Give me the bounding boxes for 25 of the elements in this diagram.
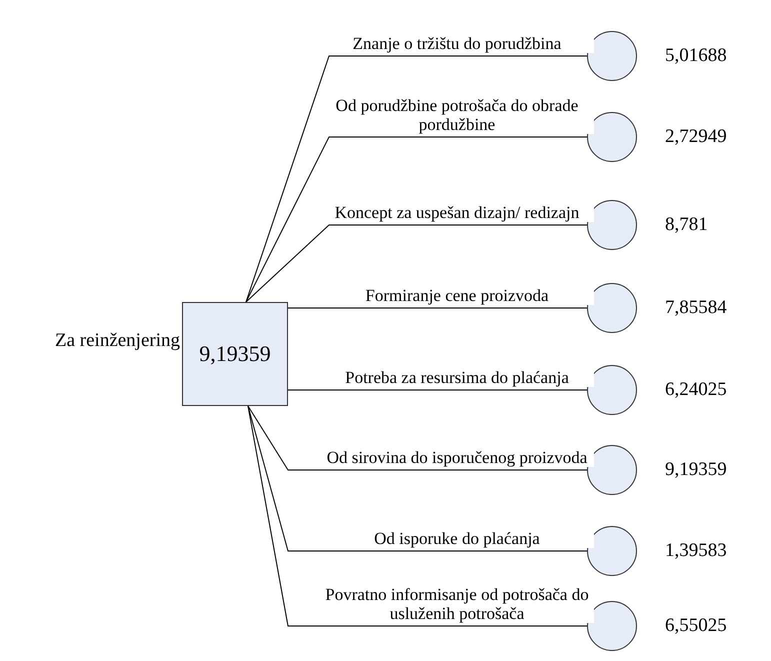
outcome-value: 5,01688 xyxy=(665,45,727,67)
chance-node-circle xyxy=(587,283,637,333)
outcome-value: 8,781 xyxy=(665,214,708,236)
node-value: 9,19359 xyxy=(199,341,271,367)
branch-line xyxy=(246,224,588,302)
chance-node-circle xyxy=(587,200,637,250)
chance-node-circle xyxy=(587,365,637,415)
branch-line xyxy=(248,406,588,552)
chance-node-circle xyxy=(587,445,637,495)
chance-node-circle xyxy=(587,112,637,162)
outcome-value: 6,24025 xyxy=(665,379,727,401)
branch-line xyxy=(246,56,588,302)
outcome-value: 7,85584 xyxy=(665,297,727,319)
decision-label: Za reinženjering xyxy=(54,330,180,352)
chance-node-circle xyxy=(587,601,637,651)
outcome-value: 1,39583 xyxy=(665,540,727,562)
outcome-value: 2,72949 xyxy=(665,126,727,148)
branch-line xyxy=(248,406,588,626)
chance-node-circle xyxy=(587,31,637,81)
outcome-value: 9,19359 xyxy=(665,459,727,481)
outcome-value: 6,55025 xyxy=(665,615,727,637)
branch-line xyxy=(248,406,588,470)
chance-node-circle xyxy=(587,526,637,576)
branch-line xyxy=(246,136,588,302)
decision-box xyxy=(182,302,288,406)
